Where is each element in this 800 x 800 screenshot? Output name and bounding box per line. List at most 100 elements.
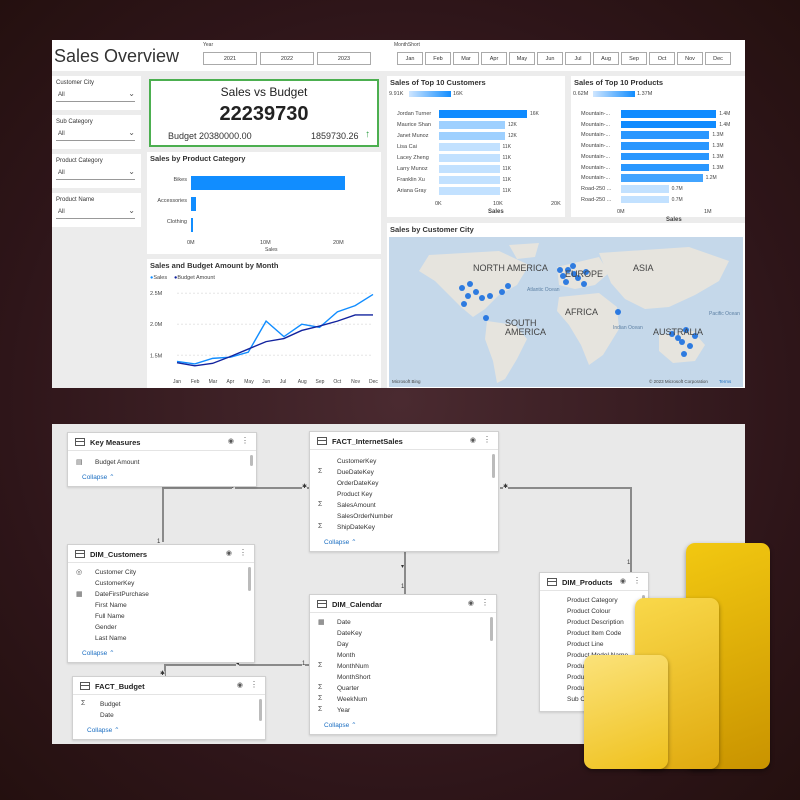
map-bubble[interactable] [565,267,571,273]
map-bubble[interactable] [687,343,693,349]
data-bar[interactable] [439,110,527,118]
field-item[interactable]: First Name [95,602,127,609]
month-option-sep[interactable]: Sep [621,52,647,65]
eye-icon[interactable]: ◉ [227,438,234,445]
table-header[interactable]: DIM_Calendar◉⋮ [310,595,496,613]
more-options-icon[interactable]: ⋮ [250,680,258,689]
map-bubble[interactable] [465,293,471,299]
more-options-icon[interactable]: ⋮ [481,598,489,607]
month-option-aug[interactable]: Aug [593,52,619,65]
map-bubble[interactable] [679,339,685,345]
field-item[interactable]: DateFirstPurchase [95,591,149,598]
data-bar[interactable] [621,142,710,150]
slicer-dropdown[interactable]: All⌄ [56,128,135,141]
field-item[interactable]: Gender [95,624,117,631]
field-item[interactable]: Full Name [95,613,125,620]
year-option-2022[interactable]: 2022 [260,52,314,65]
eye-icon[interactable]: ◉ [467,600,474,607]
sales-line[interactable] [176,293,374,365]
month-option-may[interactable]: May [509,52,535,65]
scrollbar[interactable] [248,567,251,591]
map-bubble[interactable] [499,289,505,295]
field-item[interactable]: Product Category [567,597,618,604]
table-header[interactable]: Key Measures◉⋮ [68,433,256,451]
month-option-jan[interactable]: Jan [397,52,423,65]
map-bubble[interactable] [692,333,698,339]
data-bar[interactable] [621,110,717,118]
month-option-mar[interactable]: Mar [453,52,479,65]
data-bar[interactable] [621,120,717,129]
field-item[interactable]: Product Line [567,641,604,648]
month-option-feb[interactable]: Feb [425,52,451,65]
world-map[interactable] [389,237,743,387]
map-bubble[interactable] [473,289,479,295]
collapse-link[interactable]: Collapse ⌃ [324,721,357,729]
map-bubble[interactable] [669,331,675,337]
data-bar[interactable] [621,174,703,182]
slicer-dropdown[interactable]: All⌄ [56,89,135,102]
field-item[interactable]: CustomerKey [95,580,135,587]
field-item[interactable]: ShipDateKey [337,524,375,531]
data-bar[interactable] [439,165,500,173]
data-bar[interactable] [439,187,500,195]
month-option-jul[interactable]: Jul [565,52,591,65]
map-bubble[interactable] [563,279,569,285]
map-bubble[interactable] [575,275,581,281]
more-options-icon[interactable]: ⋮ [633,576,641,585]
more-options-icon[interactable]: ⋮ [241,436,249,445]
more-options-icon[interactable]: ⋮ [239,548,247,557]
month-option-dec[interactable]: Dec [705,52,731,65]
collapse-link[interactable]: Collapse ⌃ [82,473,115,481]
eye-icon[interactable]: ◉ [236,682,243,689]
collapse-link[interactable]: Collapse ⌃ [82,649,115,657]
map-bubble[interactable] [479,295,485,301]
data-bar[interactable] [621,152,710,161]
map-bubble[interactable] [583,269,589,275]
field-item[interactable]: MonthNum [337,663,369,670]
data-bar[interactable] [621,163,710,172]
field-item[interactable]: WeekNum [337,696,368,703]
map-bubble[interactable] [487,293,493,299]
field-item[interactable]: Budget Amount [95,459,140,466]
field-item[interactable]: CustomerKey [337,458,377,465]
year-option-2021[interactable]: 2021 [203,52,257,65]
field-item[interactable]: Customer City [95,569,137,576]
field-item[interactable]: Month [337,652,356,659]
month-option-jun[interactable]: Jun [537,52,563,65]
category-bar[interactable] [191,176,346,190]
data-bar[interactable] [439,143,500,151]
map-bubble[interactable] [557,267,563,273]
map-bubble[interactable] [683,327,689,333]
field-item[interactable]: Date [100,712,114,719]
field-item[interactable]: Quarter [337,685,360,692]
field-item[interactable]: Year [337,707,351,714]
scrollbar[interactable] [259,699,262,721]
field-item[interactable]: Budget [100,701,121,708]
table-header[interactable]: FACT_InternetSales◉⋮ [310,432,498,450]
field-item[interactable]: Product Colour [567,608,611,615]
field-item[interactable]: Product Description [567,619,624,626]
collapse-link[interactable]: Collapse ⌃ [324,538,357,546]
data-bar[interactable] [621,195,669,204]
category-bar[interactable] [191,197,197,211]
table-header[interactable]: DIM_Products◉⋮ [540,573,648,591]
field-item[interactable]: DateKey [337,630,362,637]
map-bubble[interactable] [615,309,621,315]
data-bar[interactable] [439,132,505,140]
collapse-link[interactable]: Collapse ⌃ [87,726,120,734]
field-item[interactable]: Day [337,641,349,648]
data-bar[interactable] [439,154,500,162]
field-item[interactable]: SalesAmount [337,502,376,509]
map-bubble[interactable] [505,283,511,289]
more-options-icon[interactable]: ⋮ [483,435,491,444]
field-item[interactable]: MonthShort [337,674,371,681]
month-option-apr[interactable]: Apr [481,52,507,65]
scrollbar[interactable] [490,617,493,641]
eye-icon[interactable]: ◉ [225,550,232,557]
map-bubble[interactable] [681,351,687,357]
